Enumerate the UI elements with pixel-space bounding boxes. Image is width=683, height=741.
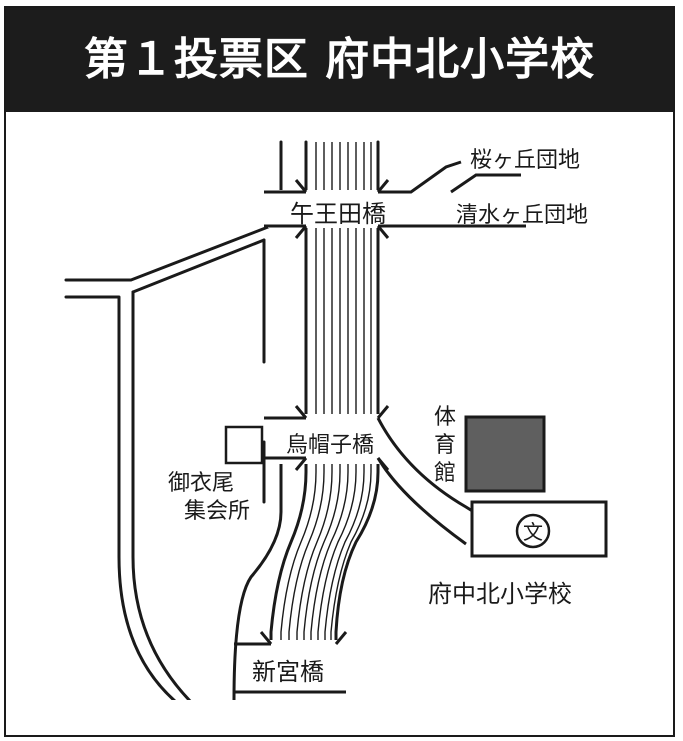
place-label-shimizugaoka: 清水ヶ丘団地 [456,203,588,228]
bridge-eboshigo [264,405,475,546]
place-label-sakuragaoka: 桜ヶ丘団地 [470,148,580,173]
bridge-shinmiya [234,631,358,700]
gym-label-2: 育 [434,433,456,458]
school-label: 府中北小学校 [428,580,572,608]
gym-label-3: 館 [434,461,456,486]
left-road-inner-edge-3 [131,290,192,700]
assembly-hall-building [224,425,264,465]
hall-label-line2: 集会所 [184,499,250,524]
river-bank-left [269,140,308,700]
school-symbol-circle [515,513,551,549]
left-road-inner-edge-2 [131,238,266,364]
left-road-outer-edge [64,140,283,282]
danchi-roads [450,173,521,194]
gymnasium-building [464,415,546,493]
river-bank-right [334,140,380,700]
bridge-label-eboshigo: 烏帽子橋 [286,433,374,458]
page-title: 第１投票区 府中北小学校 [83,34,596,85]
area-map: 文 午王田橋 桜ヶ丘団地 清水ヶ丘団地 烏帽子橋 体 育 館 御衣尾 集会所 府… [64,140,608,700]
hall-label-line1: 御衣尾 [168,471,234,496]
map-header: 第１投票区 府中北小学校 [6,8,673,112]
river-hatching [280,142,372,700]
left-road-inner-edge [64,295,177,700]
gym-label-1: 体 [434,405,456,430]
bridge-label-gozouda: 午王田橋 [290,200,386,228]
bridge-gozouda [264,160,526,239]
school-symbol: 文 [523,520,543,544]
main-road-curve [232,440,283,700]
bridge-label-shinmiya: 新宮橋 [252,658,324,686]
